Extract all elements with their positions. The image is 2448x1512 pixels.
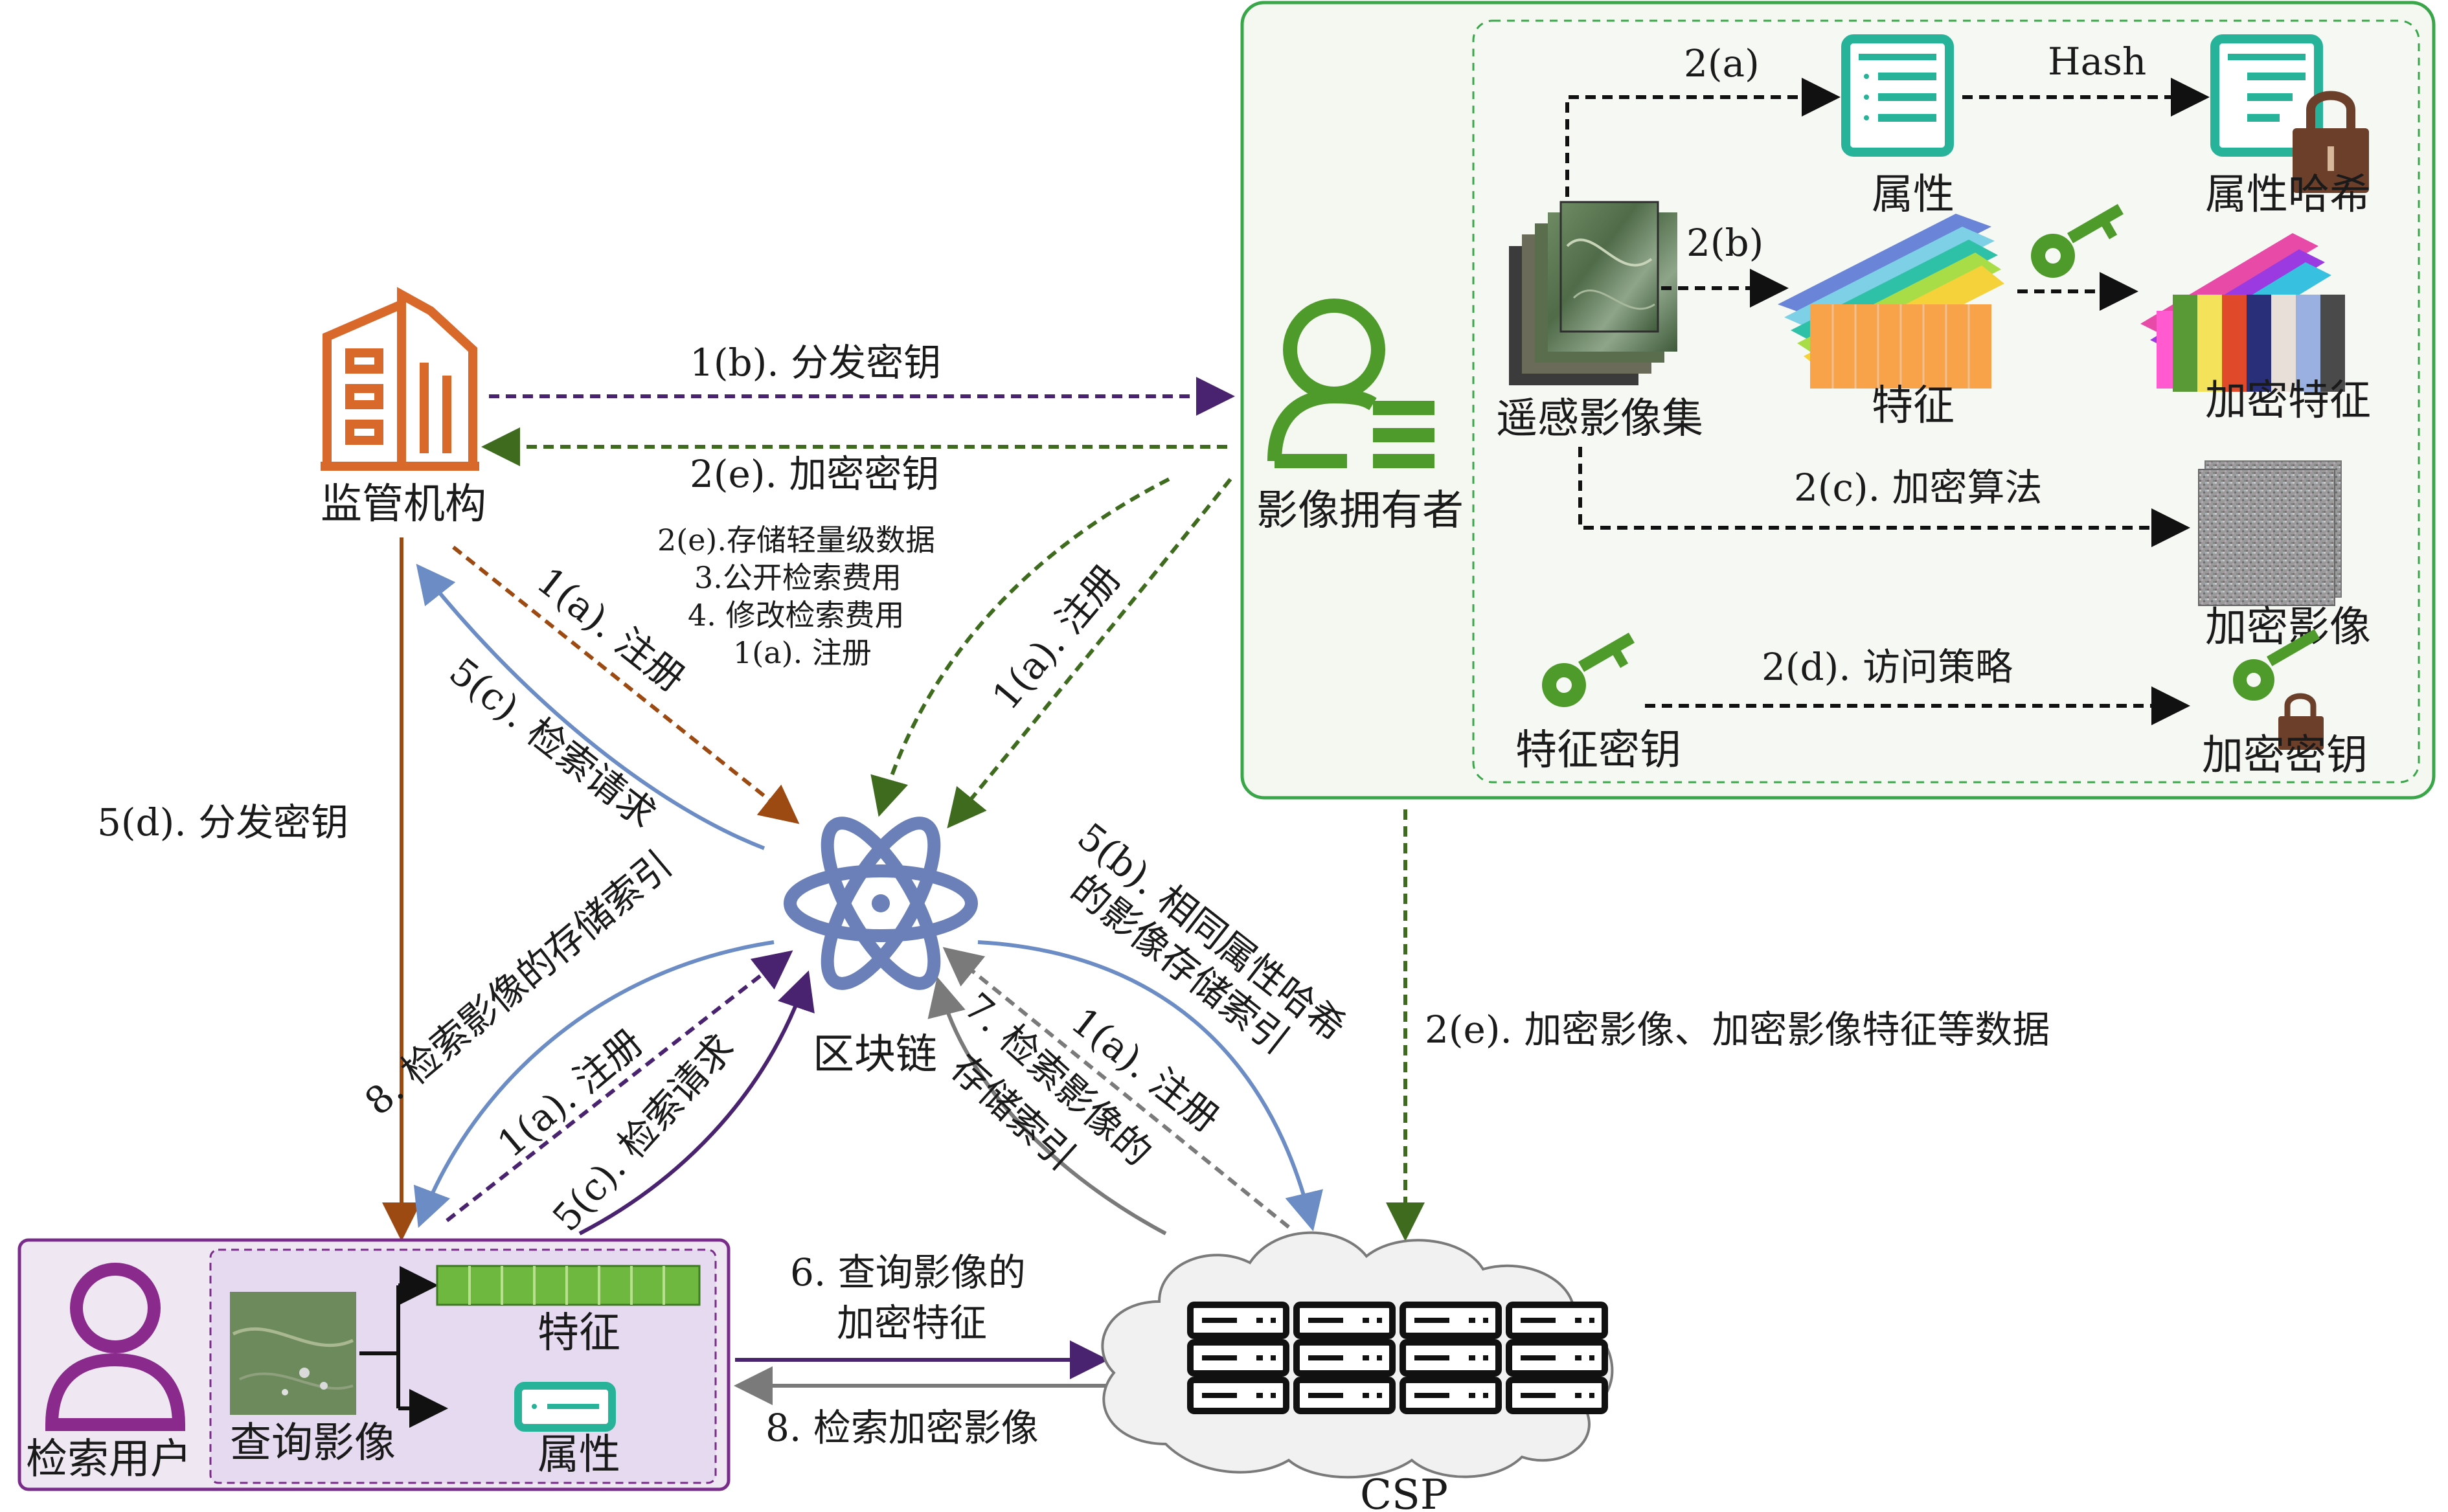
user-feature-label: 特征 [538,1309,620,1357]
step-2a-label: 2(a) [1684,41,1760,85]
feature-key-icon [1542,632,1635,707]
user-attribute-icon [514,1382,616,1432]
user-attribute-label: 属性 [538,1431,620,1479]
attribute-list-icon [1841,34,1954,157]
attribute-hash-icon [2210,34,2323,157]
ops-line-1: 2(e).存储轻量级数据 [657,523,935,558]
key-icon [2031,203,2124,278]
feature-block-stack [1778,214,2004,389]
owner-register-arrow-a [870,477,1170,817]
edge-2e-key-label: 2(e). 加密密钥 [690,452,939,496]
regulator-register-label: 1(a). 注册 [528,558,693,701]
attribute-label: 属性 [1872,171,1955,219]
regulator-register-arrow [452,545,800,824]
user-person-icon [45,1263,186,1431]
regulator-search-label: 5(c). 检索请求 [441,649,664,837]
distribute-5d-label: 5(d). 分发密钥 [97,800,348,844]
retrieve-8-label: 8. 检索加密影像 [765,1406,1039,1450]
user-feature-bar [436,1265,701,1306]
lock-icon [2293,91,2369,193]
blockchain-atom-icon [784,817,978,990]
enc-image-label: 加密影像 [2205,604,2371,651]
step-2a-arrow [1565,78,1841,214]
csp-5b-arrow [977,940,1323,1232]
index-8-label: 8. 检索影像的存储索引 [356,842,680,1124]
encrypted-feature-stack [2140,233,2345,392]
query-image-label: 查询影像 [230,1419,396,1467]
feature-label: 特征 [1872,382,1955,430]
csp-7-arrow [927,976,1167,1236]
edge-1b-label: 1(b). 分发密钥 [690,341,941,385]
owner-register-arrow-b [947,478,1232,829]
attribute-hash-label: 属性哈希 [2205,171,2371,219]
ops-line-4: 1(a). 注册 [733,635,872,670]
step-2d-label: 2(d). 访问策略 [1762,645,2013,689]
enc-key-label: 加密密钥 [2202,732,2368,780]
step-2b-label: 2(b) [1686,221,1763,265]
query-6-label-1: 6. 查询影像的 [790,1250,1026,1294]
index-8-arrow [413,940,775,1228]
step-2c-arrow [1578,447,2190,547]
dataset-label: 遥感影像集 [1496,395,1703,443]
dataset-image-stack [1509,201,1677,385]
hash-label: Hash [2048,39,2146,84]
user-register-arrow [446,950,793,1223]
user-branch-line [359,1285,400,1408]
regulator-label: 监管机构 [321,480,486,528]
server-rack-lights [1202,1318,1594,1398]
data-2e-label: 2(e). 加密影像、加密影像特征等数据 [1425,1008,2050,1052]
ops-line-3: 4. 修改检索费用 [688,598,905,633]
csp-register-arrow [942,947,1290,1229]
server-rack-icon [1187,1302,1608,1414]
regulator-search-arrow [416,563,765,850]
enc-key-icon [2233,629,2324,750]
encrypted-image [2198,460,2342,606]
blockchain-label: 区块链 [813,1031,937,1079]
query-image-thumb [230,1292,356,1415]
ops-line-2: 3.公开检索费用 [694,560,901,595]
feature-key-label: 特征密钥 [1515,727,1681,774]
step-2c-label: 2(c). 加密算法 [1794,466,2043,510]
query-6-label-2: 加密特征 [837,1301,987,1345]
user-label: 检索用户 [26,1436,192,1484]
csp-label: CSP [1360,1471,1448,1512]
user-search-arrow [578,970,815,1236]
owner-inner-box [1472,19,2420,784]
owner-icon [1267,299,1434,468]
regulator-building-icon [321,287,479,471]
owner-label: 影像拥有者 [1256,487,1464,535]
enc-feature-label: 加密特征 [2205,377,2371,425]
